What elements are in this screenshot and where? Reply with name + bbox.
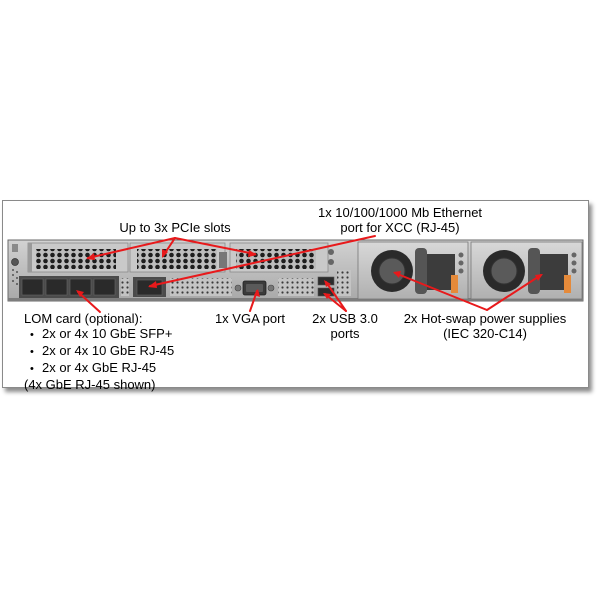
lom-option: 2x or 4x GbE RJ-45 [24, 360, 174, 377]
usb-label-line2: ports [330, 326, 360, 341]
lom-title: LOM card (optional): [24, 311, 143, 326]
lom-options-list: 2x or 4x 10 GbE SFP+ 2x or 4x 10 GbE RJ-… [24, 326, 174, 377]
psu-label-line1: 2x Hot-swap power supplies [403, 311, 567, 326]
psu-label-line2: (IEC 320-C14) [443, 326, 527, 341]
lom-option: 2x or 4x 10 GbE RJ-45 [24, 343, 174, 360]
lom-option: 2x or 4x 10 GbE SFP+ [24, 326, 174, 343]
pcie-slots-label: Up to 3x PCIe slots [119, 220, 231, 235]
lom-note: (4x GbE RJ-45 shown) [24, 377, 156, 392]
usb-label-line1: 2x USB 3.0 [312, 311, 378, 326]
xcc-label-line2: port for XCC (RJ-45) [340, 220, 460, 235]
lom-card-label: LOM card (optional): 2x or 4x 10 GbE SFP… [24, 311, 174, 392]
xcc-label-line1: 1x 10/100/1000 Mb Ethernet [317, 205, 483, 220]
vga-port-label: 1x VGA port [214, 311, 286, 326]
